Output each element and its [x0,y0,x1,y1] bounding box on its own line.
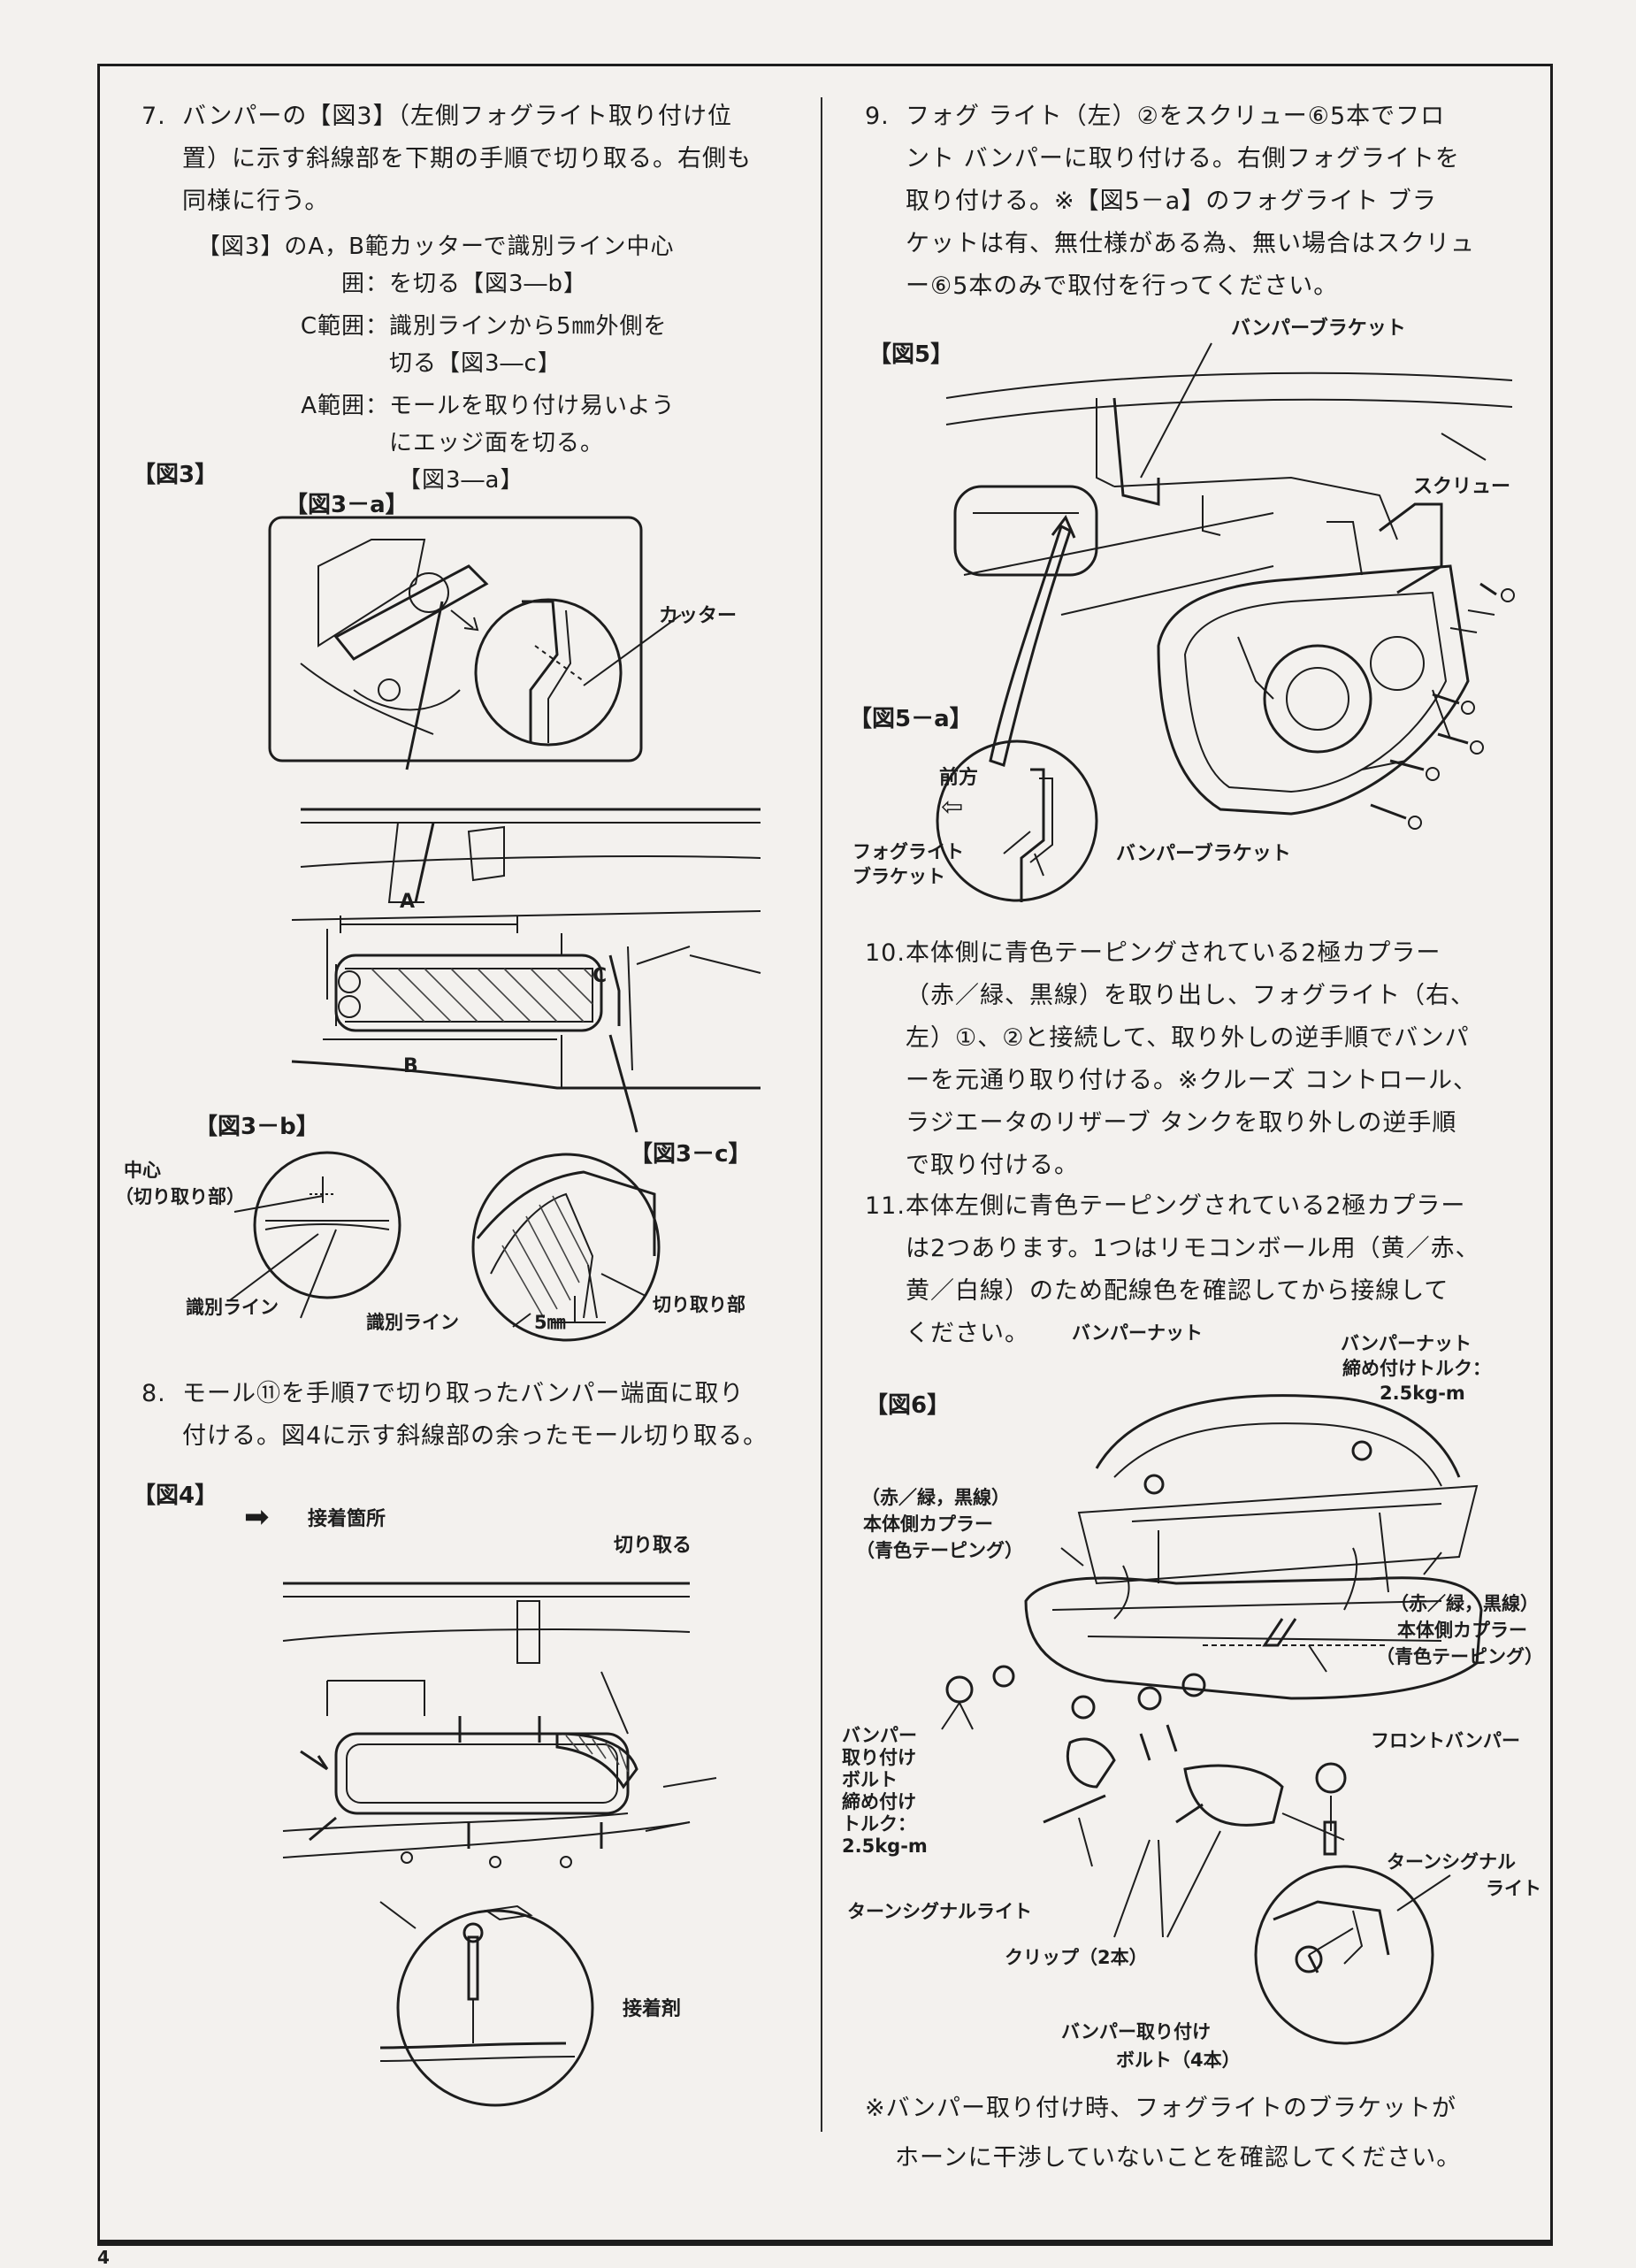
id-line-b-label: 識別ライン [186,1297,279,1318]
range-c: C範囲： 識別ラインから5㎜外側を切る【図3―c】 [300,313,668,377]
cut-part-label: 切り取り部 [653,1294,745,1315]
front-arrow-icon: ⇦ [941,792,964,823]
step-11-line-1: 本体左側に青色テーピングされている2極カプラー [906,1192,1466,1220]
fig5a-detail-drawing [936,739,1098,902]
fig4-molding-drawing [282,1582,717,2107]
step-7-ranges: 【図3】のA，B範囲： カッターで識別ライン中心を切る【図3―b】 C範囲： 識… [186,228,805,499]
legend-arrow-icon: ➡ [244,1499,270,1535]
cut-label: 切り取る [614,1535,692,1557]
step-7-text: 7. バンパーの【図3】（左側フォグライト取り付け位 置）に示す斜線部を下期の手順… [141,96,796,223]
step-9-line-4: ケットは有、無仕様がある為、無い場合はスクリュ [906,230,1475,257]
step-9-line-2: ント バンパーに取り付ける。右側フォグライトを [906,145,1460,172]
fig6-title: 【図6】 [865,1392,951,1419]
step-9-number: 9. [865,103,890,130]
note-line-2: ホーンに干渉していないことを確認してください。 [895,2144,1462,2172]
bolt-4-label-1: バンパー取り付け [1061,2021,1212,2042]
step-10-line-5: ラジエータのリザーブ タンクを取り外しの逆手順 [906,1109,1457,1137]
five-mm-label: 5㎜ [534,1312,566,1333]
step-8-text: 8. モール⑪を手順7で切り取ったバンパー端面に取り 付ける。図4に示す斜線部の余… [141,1373,814,1458]
step-10-line-2: （赤／緑、黒線）を取り出し、フォグライト（右、 [906,982,1475,1009]
front-bumper-label: フロントバンパー [1371,1730,1521,1751]
fig5a-title: 【図5－a】 [849,706,973,732]
step-10-line-1: 本体側に青色テーピングされている2極カプラー [906,939,1441,967]
column-divider [821,97,822,2132]
install-note: ※バンパー取り付け時、フォグライトのブラケットが ホーンに干渉していないことを確… [865,2084,1519,2183]
range-c-label: C [592,965,608,987]
step-7-line-2: 置）に示す斜線部を下期の手順で切り取る。右側も [182,145,752,172]
step-7-number: 7. [141,103,166,130]
fig5-title: 【図5】 [868,341,954,368]
step-11-text: 11.本体左側に青色テーピングされている2極カプラー は2つあります。1つはリモ… [865,1185,1519,1355]
step-9-text: 9. フォグ ライト（左）②をスクリュー⑥5本でフロ ント バンパーに取り付ける。… [865,96,1519,308]
clip-label: クリップ（2本） [1005,1947,1148,1968]
center-label-1: 中心 [124,1160,161,1181]
page-number: 4 [97,2247,110,2268]
coupler-left-label-3: （青色テーピング） [856,1540,1023,1561]
range-ab: 【図3】のA，B範囲： カッターで識別ライン中心を切る【図3―b】 [196,234,675,297]
note-line-1: ※バンパー取り付け時、フォグライトのブラケットが [865,2095,1456,2122]
fig3-bumper-drawing [291,601,761,1133]
step-7-line-1: バンパーの【図3】（左側フォグライト取り付け位 [182,103,733,130]
fog-bracket-label-2: ブラケット [852,866,945,887]
fig4-title: 【図4】 [133,1483,218,1509]
step-10-number: 10. [865,939,906,967]
fig6-bumper-drawing [1024,1394,1483,1700]
step-8-line-2: 付ける。図4に示す斜線部の余ったモール切り取る。 [182,1422,768,1450]
step-11-line-2: は2つあります。1つはリモコンボール用（黄／赤、 [906,1235,1480,1262]
step-11-number: 11. [865,1192,906,1220]
step-7-line-3: 同様に行う。 [182,188,330,215]
bumper-nut-torque-label-1: バンパーナット [1341,1333,1472,1354]
turn-signal-right-label-1: ターンシグナル [1387,1851,1516,1873]
step-10-line-3: 左）①、②と接続して、取り外しの逆手順でバンパ [906,1024,1470,1052]
bumper-bracket-a-label: バンパーブラケット [1116,843,1291,865]
bumper-nut-torque-label-2: 締め付けトルク： [1342,1358,1491,1379]
range-a-label: A [400,891,416,913]
bottom-rule [97,2240,1553,2246]
step-10-line-4: ーを元通り取り付ける。※クルーズ コントロール、 [906,1067,1479,1094]
coupler-right-label-2: 本体側カプラー [1397,1620,1527,1641]
fig3b-title: 【図3－b】 [195,1114,319,1140]
screw-label: スクリュー [1413,476,1511,498]
step-8-number: 8. [141,1380,166,1407]
legend-text: 接着箇所 [308,1508,386,1530]
fig4-adhesive-detail [379,1922,576,2062]
turn-signal-right-label-2: ライト [1486,1878,1541,1899]
fig3-title: 【図3】 [133,462,218,488]
page-frame [97,64,1553,2242]
coupler-right-label-3: （青色テーピング） [1376,1646,1543,1667]
step-11-line-4: ください。 [906,1320,1029,1347]
center-label-2: （切り取り部） [115,1186,245,1207]
coupler-left-label-1: （赤／緑，黒線） [861,1487,1010,1508]
coupler-right-label-1: （赤／緑，黒線） [1390,1593,1539,1614]
id-line-c-label: 識別ライン [366,1312,459,1333]
range-a: A範囲： モールを取り付け易いようにエッジ面を切る。【図3―a】 [301,393,676,494]
step-10-text: 10.本体側に青色テーピングされている2極カプラー （赤／緑、黒線）を取り出し、… [865,932,1519,1187]
step-9-line-5: ー⑥5本のみで取付を行ってください。 [906,272,1339,300]
coupler-left-label-2: 本体側カプラー [863,1513,993,1535]
bumper-nut-label: バンパーナット [1072,1322,1204,1344]
step-9-line-3: 取り付ける。※【図5－a】のフォグライト ブラ [906,188,1437,215]
fig3a-detail-drawing [268,516,682,762]
fig3a-title: 【図3－a】 [285,492,409,518]
front-dir-label: 前方 [939,767,979,789]
fig5-fog-light-drawing [945,342,1515,830]
fig6-parts-drawing [941,1665,1451,2045]
range-b-label: B [403,1055,418,1077]
step-10-line-6: で取り付ける。 [906,1152,1079,1179]
bumper-nut-torque-label-3: 2.5kg-m [1380,1383,1465,1404]
cutter-label: カッター [659,605,738,627]
fog-bracket-label-1: フォグライト [852,841,964,862]
fig3bc-detail-drawing [229,1151,661,1342]
step-8-line-1: モール⑪を手順7で切り取ったバンパー端面に取り [182,1380,745,1407]
step-9-line-1: フォグ ライト（左）②をスクリュー⑥5本でフロ [906,103,1446,130]
step-11-line-3: 黄／白線）のため配線色を確認してから接線して [906,1277,1449,1305]
bolt-4-label-2: ボルト（4本） [1116,2050,1241,2071]
turn-signal-left-label: ターンシグナルライト [847,1901,1032,1922]
bumper-bracket-label: バンパーブラケット [1231,318,1406,340]
bolt-torque-label: バンパー 取り付け ボルト 締め付け トルク： 2.5kg-m [842,1725,928,1857]
fig3c-title: 【図3－c】 [630,1141,752,1168]
adhesive-label: 接着剤 [623,1998,682,2020]
